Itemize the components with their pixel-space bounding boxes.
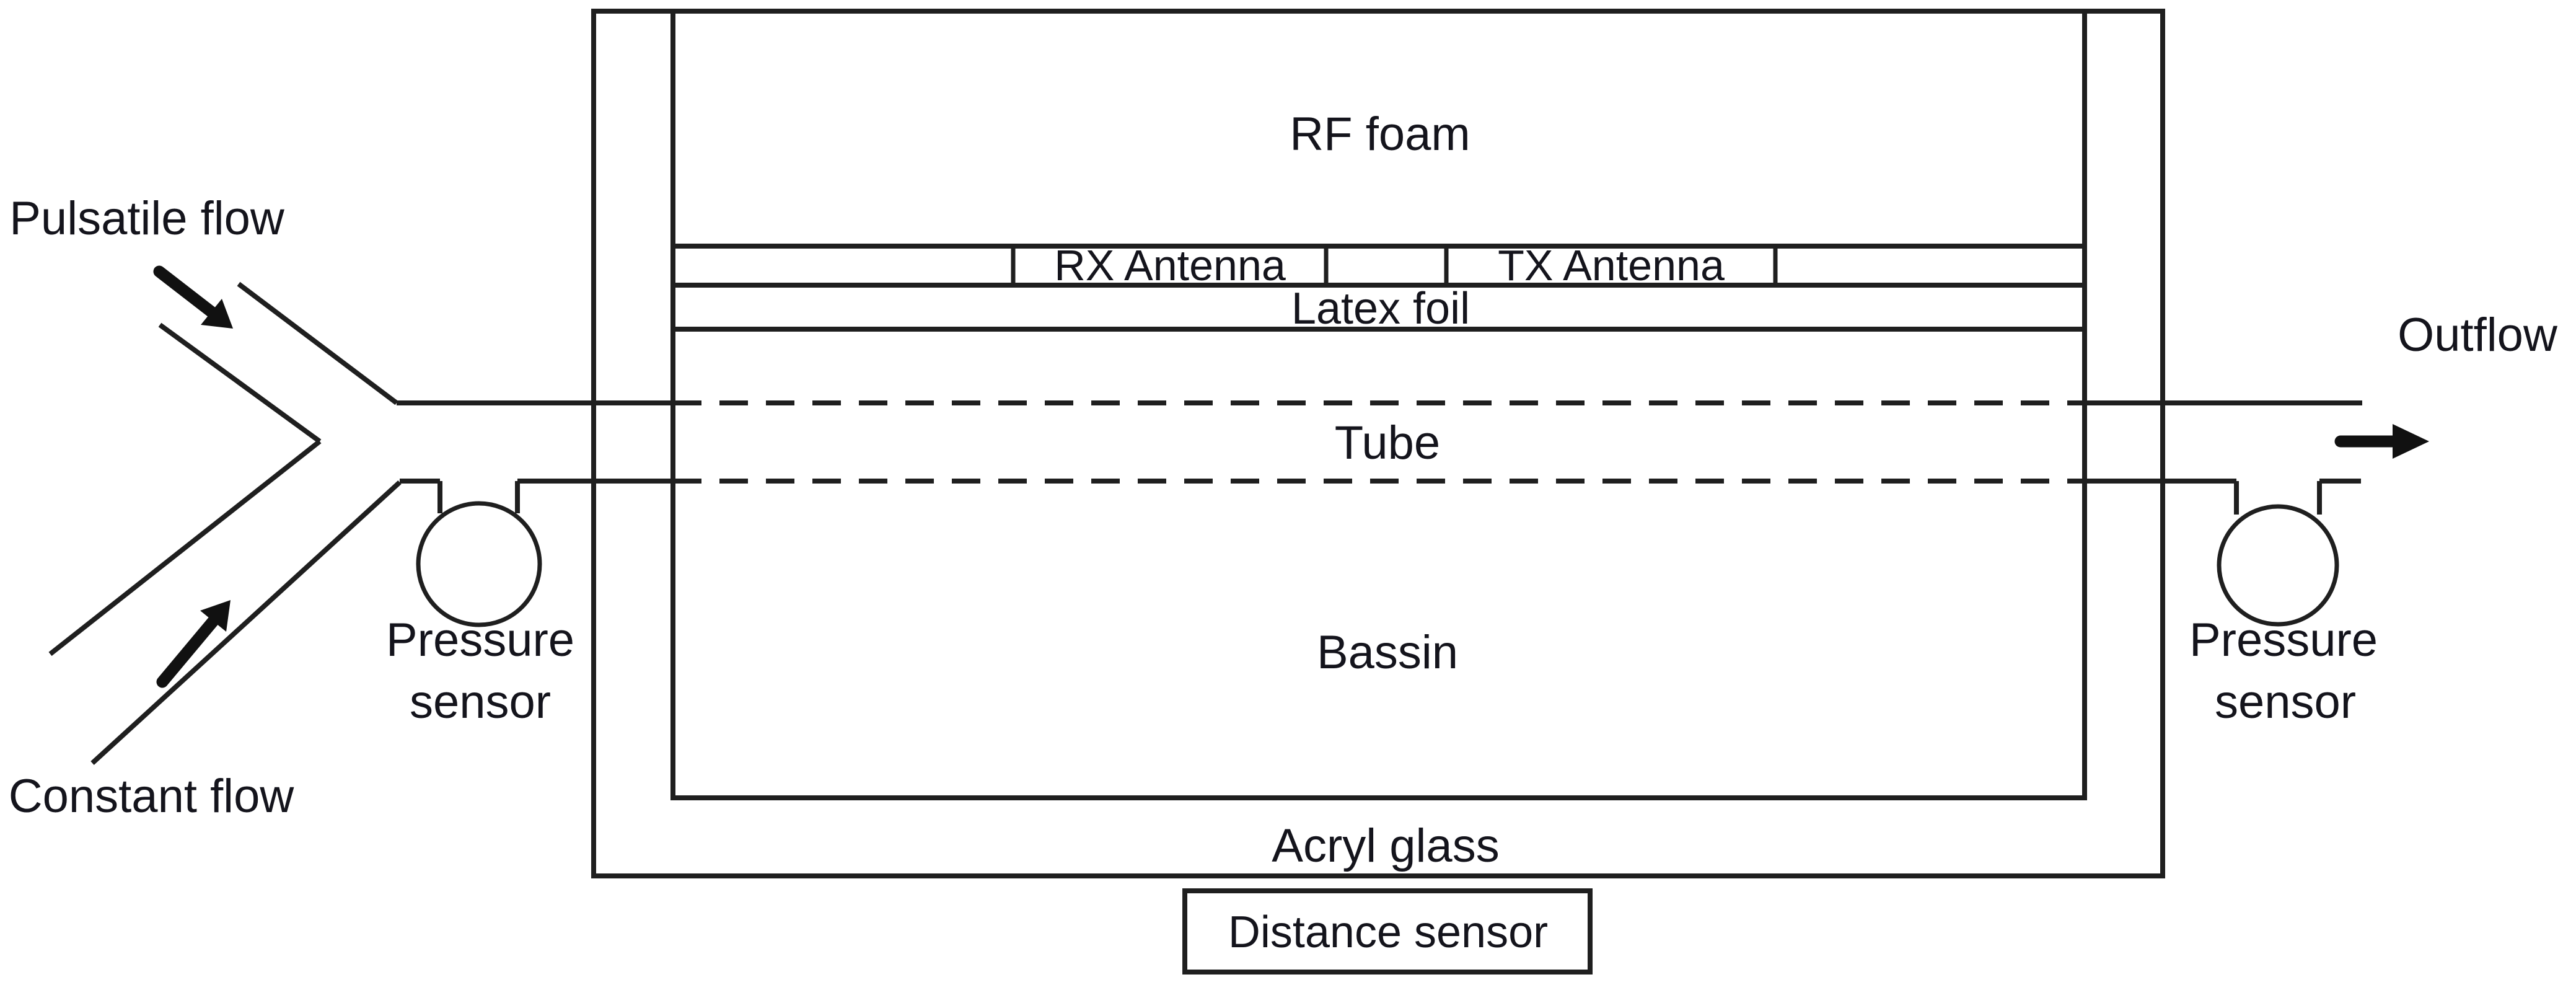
constant-flow-arrow-icon — [156, 600, 231, 688]
pressure-sensor-left-label-line2: sensor — [410, 676, 551, 728]
outflow-arrow-icon — [2334, 424, 2429, 459]
distance-sensor-box — [1182, 888, 1593, 975]
upper-inlet-inner-line — [158, 322, 322, 444]
pressure-sensor-left-label-line1: Pressure — [386, 614, 574, 666]
pressure-sensor-left-circle-icon — [416, 501, 542, 627]
tx-antenna-label: TX Antenna — [1498, 241, 1725, 289]
lower-inlet-outer-line — [90, 480, 402, 765]
bassin-label: Bassin — [1317, 626, 1458, 679]
outflow-label: Outflow — [2398, 309, 2558, 361]
tube-label: Tube — [1335, 417, 1440, 469]
latex-foil-label: Latex foil — [1291, 284, 1470, 334]
lower-inlet-inner-line — [48, 439, 322, 656]
pressure-sensor-right-label-line2: sensor — [2215, 676, 2356, 728]
constant-flow-label: Constant flow — [9, 770, 295, 823]
distance-sensor-label: Distance sensor — [1228, 908, 1548, 957]
rx-antenna-label: RX Antenna — [1054, 241, 1286, 289]
pressure-sensor-right-circle-icon — [2217, 504, 2339, 627]
upper-inlet-outer-line — [237, 281, 398, 405]
pressure-sensor-right-label-line1: Pressure — [2189, 614, 2378, 666]
pulsatile-flow-label: Pulsatile flow — [9, 192, 285, 245]
acryl-glass-label: Acryl glass — [1272, 820, 1499, 872]
pulsatile-flow-arrow-icon — [153, 265, 233, 329]
rf-foam-label: RF foam — [1290, 108, 1470, 161]
